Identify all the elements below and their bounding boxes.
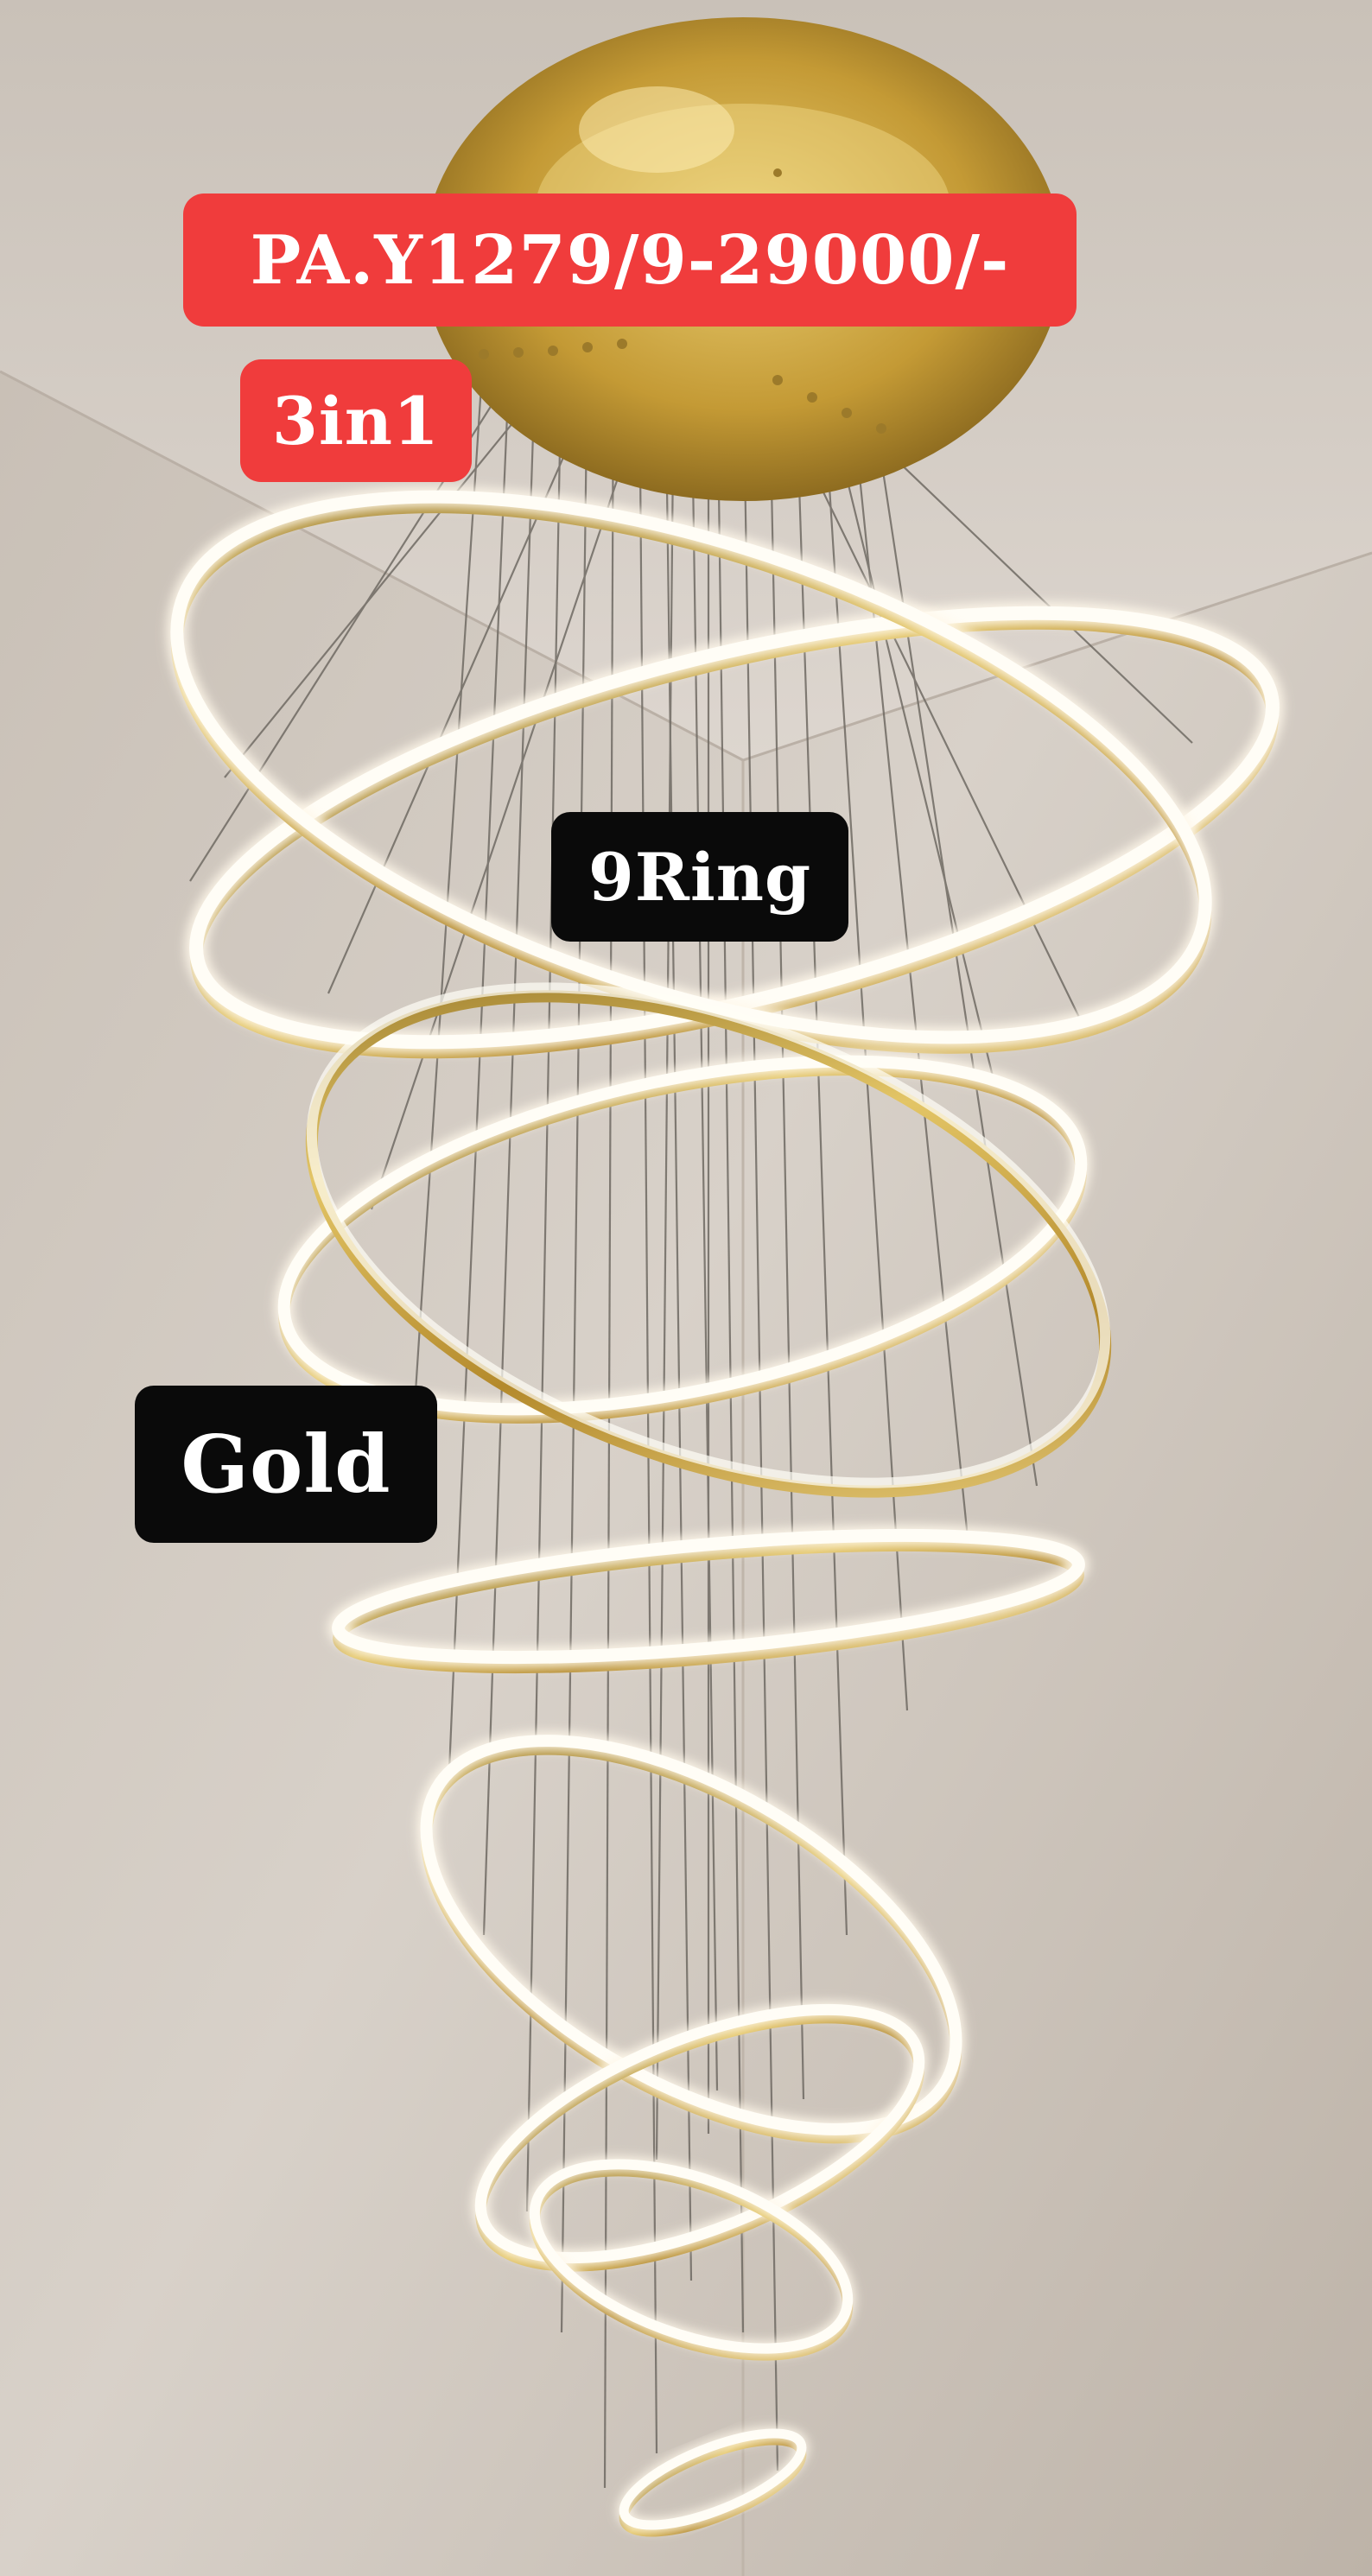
config-text: 3in1 [272, 382, 440, 460]
model-price-badge: PA.Y1279/9-29000/- [183, 194, 1077, 327]
finish-text: Gold [181, 1418, 391, 1511]
ring-9 [617, 2426, 809, 2537]
model-price-text: PA.Y1279/9-29000/- [250, 220, 1010, 300]
ring-1 [185, 601, 1284, 1059]
ring-count-text: 9Ring [588, 838, 812, 916]
ring-8 [526, 2156, 856, 2361]
ring-4 [305, 982, 1112, 1498]
finish-badge: Gold [135, 1386, 437, 1543]
ring-2 [166, 486, 1216, 1054]
config-badge: 3in1 [240, 359, 472, 482]
ceiling-edge-right [742, 551, 1372, 762]
ring-7 [472, 2001, 928, 2272]
chandelier-rings [166, 486, 1284, 2537]
ring-5 [327, 1525, 1089, 1674]
ring-3 [274, 1051, 1091, 1424]
ring-count-badge: 9Ring [551, 812, 848, 942]
